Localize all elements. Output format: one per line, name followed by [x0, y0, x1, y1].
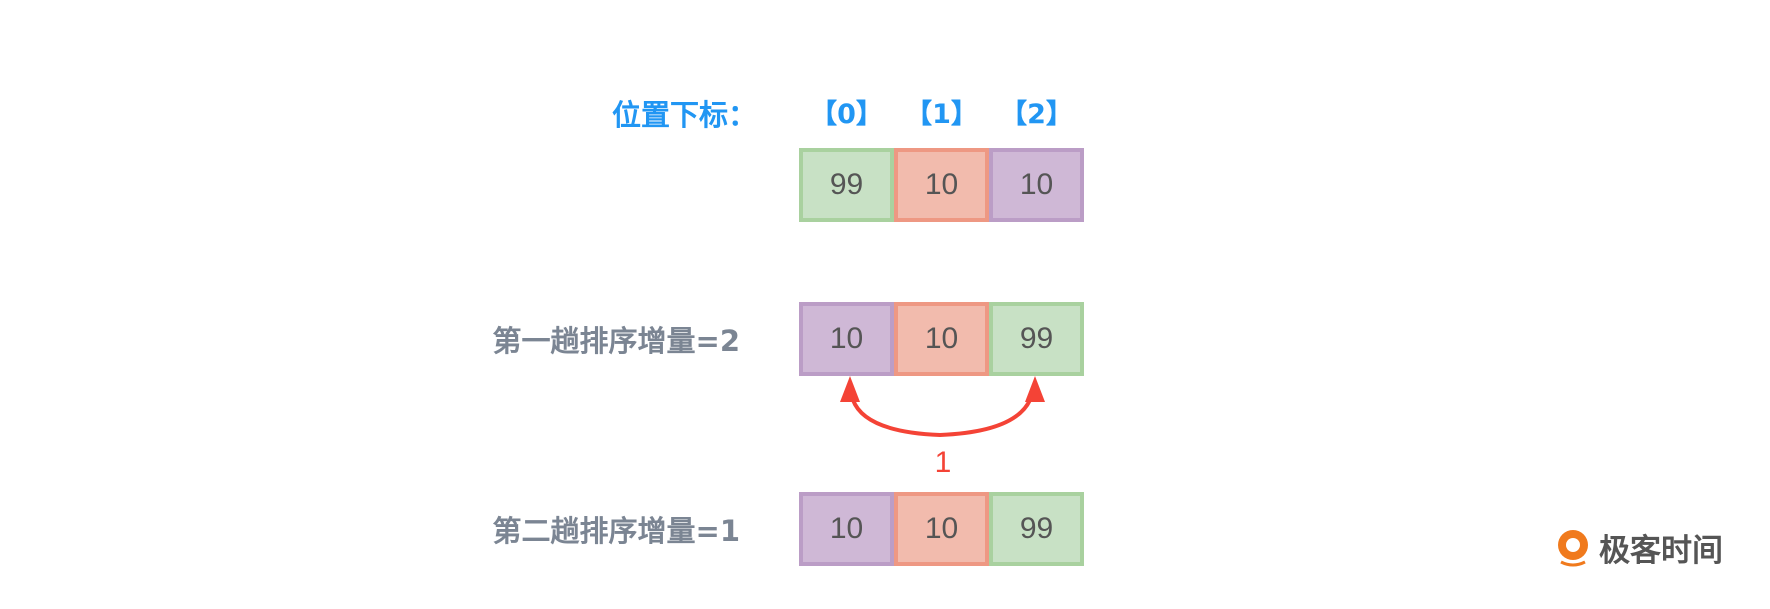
logo-text: 极客时间 — [1599, 533, 1723, 569]
index-label: 【1】 — [905, 99, 978, 130]
index-label: 【0】 — [810, 99, 883, 130]
array-cell: 99 — [989, 302, 1084, 376]
array-cell: 10 — [894, 492, 989, 566]
array-cell: 99 — [799, 148, 894, 222]
array-row-initial: 99 10 10 — [799, 148, 1084, 222]
pass-2-label: 第二趟排序增量=1 — [492, 514, 740, 548]
pass-1-label: 第一趟排序增量=2 — [492, 324, 740, 358]
logo: 极客时间 — [1555, 525, 1723, 570]
array-row-pass-2: 10 10 99 — [799, 492, 1084, 566]
array-cell: 10 — [799, 302, 894, 376]
array-row-pass-1: 10 10 99 — [799, 302, 1084, 376]
array-cell: 10 — [989, 148, 1084, 222]
logo-icon — [1558, 529, 1588, 566]
array-cell: 10 — [799, 492, 894, 566]
swap-arrow — [840, 376, 1045, 438]
index-label: 【2】 — [1000, 99, 1073, 130]
array-cell: 99 — [989, 492, 1084, 566]
index-title: 位置下标： — [612, 98, 758, 132]
swap-arrow-label: 1 — [934, 446, 952, 479]
array-cell: 10 — [894, 148, 989, 222]
array-cell: 10 — [894, 302, 989, 376]
